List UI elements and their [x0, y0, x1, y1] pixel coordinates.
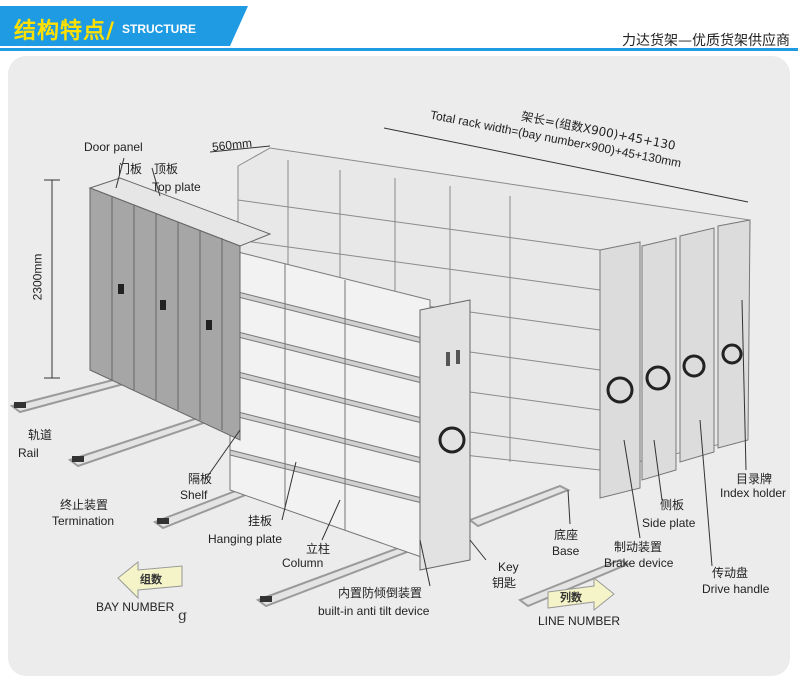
label-base-cn: 底座	[554, 528, 579, 542]
label-key-en: Key	[498, 560, 519, 574]
label-drive-en: Drive handle	[702, 582, 770, 596]
closed-cabinet	[88, 177, 272, 441]
line-tag: 列数	[560, 591, 582, 604]
depth-dimension	[209, 145, 271, 153]
bay-tag: 组数	[140, 573, 162, 586]
width-dimension	[383, 127, 749, 203]
side-plates	[599, 219, 751, 499]
line-number-label: LINE NUMBER	[538, 614, 621, 628]
header-divider	[0, 48, 798, 51]
stray-glyph: g	[178, 608, 187, 624]
header: 结构特点/ STRUCTURE 力达货架—优质货架供应商	[0, 0, 798, 52]
label-key-cn: 钥匙	[492, 576, 517, 590]
title-en: STRUCTURE	[122, 22, 196, 36]
label-brake-en: Brake device	[604, 556, 674, 570]
label-index-en: Index holder	[720, 486, 787, 500]
label-hanging-en: Hanging plate	[208, 532, 283, 546]
label-base-en: Base	[552, 544, 580, 558]
label-index-cn: 目录牌	[736, 472, 773, 486]
label-column-cn: 立柱	[306, 542, 331, 556]
front-drive-handle	[438, 426, 466, 454]
line-arrow	[547, 576, 615, 612]
label-termination-en: Termination	[52, 514, 115, 528]
label-door-panel-cn: 门板	[118, 162, 143, 176]
title-cn: 结构特点/	[14, 19, 116, 44]
label-brake-cn: 制动装置	[614, 540, 663, 554]
label-column-en: Column	[282, 556, 324, 570]
bay-number-label: BAY NUMBER	[96, 600, 175, 614]
label-drive-cn: 传动盘	[712, 566, 749, 580]
label-top-plate-cn: 顶板	[154, 162, 179, 176]
label-shelf-cn: 隔板	[188, 472, 213, 486]
label-rail-cn: 轨道	[28, 428, 53, 442]
label-height: 2300mm	[30, 253, 45, 301]
label-side-en: Side plate	[642, 516, 696, 530]
label-side-cn: 侧板	[660, 498, 685, 512]
label-termination-cn: 终止装置	[60, 498, 109, 512]
label-hanging-cn: 挂板	[248, 514, 273, 528]
bay-arrow	[117, 560, 183, 600]
label-antitilt-cn: 内置防倾倒装置	[338, 586, 423, 600]
front-side-plate	[419, 299, 471, 571]
label-antitilt-en: built-in anti tilt device	[318, 604, 430, 618]
label-rail-en: Rail	[18, 446, 39, 460]
drive-handles	[606, 343, 743, 404]
label-top-plate: Top plate	[152, 180, 201, 194]
label-door-panel: Door panel	[84, 140, 143, 154]
title-banner	[0, 6, 230, 46]
label-shelf-en: Shelf	[180, 488, 208, 502]
title-banner-tip	[230, 6, 248, 46]
company-slogan: 力达货架—优质货架供应商	[622, 33, 790, 49]
